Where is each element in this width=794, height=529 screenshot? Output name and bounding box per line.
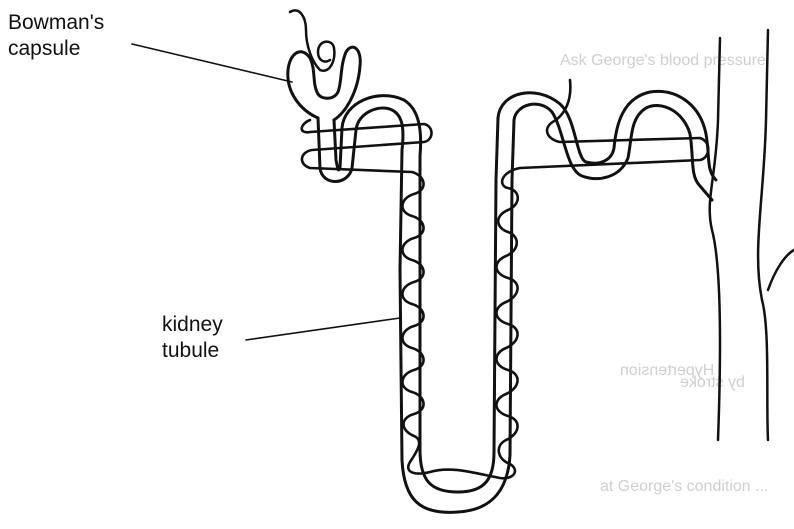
distal-tubule: [334, 91, 716, 492]
peritubular-capillary: [302, 80, 709, 478]
proximal-tubule: [318, 104, 712, 512]
kidney-tubule-label: kidney tubule: [162, 312, 223, 364]
kidney-tubule-leader: [246, 318, 400, 340]
collecting-duct: [710, 30, 794, 440]
bowmans-capsule-leader: [132, 44, 292, 82]
bowmans-capsule-label: Bowman's capsule: [8, 10, 104, 62]
